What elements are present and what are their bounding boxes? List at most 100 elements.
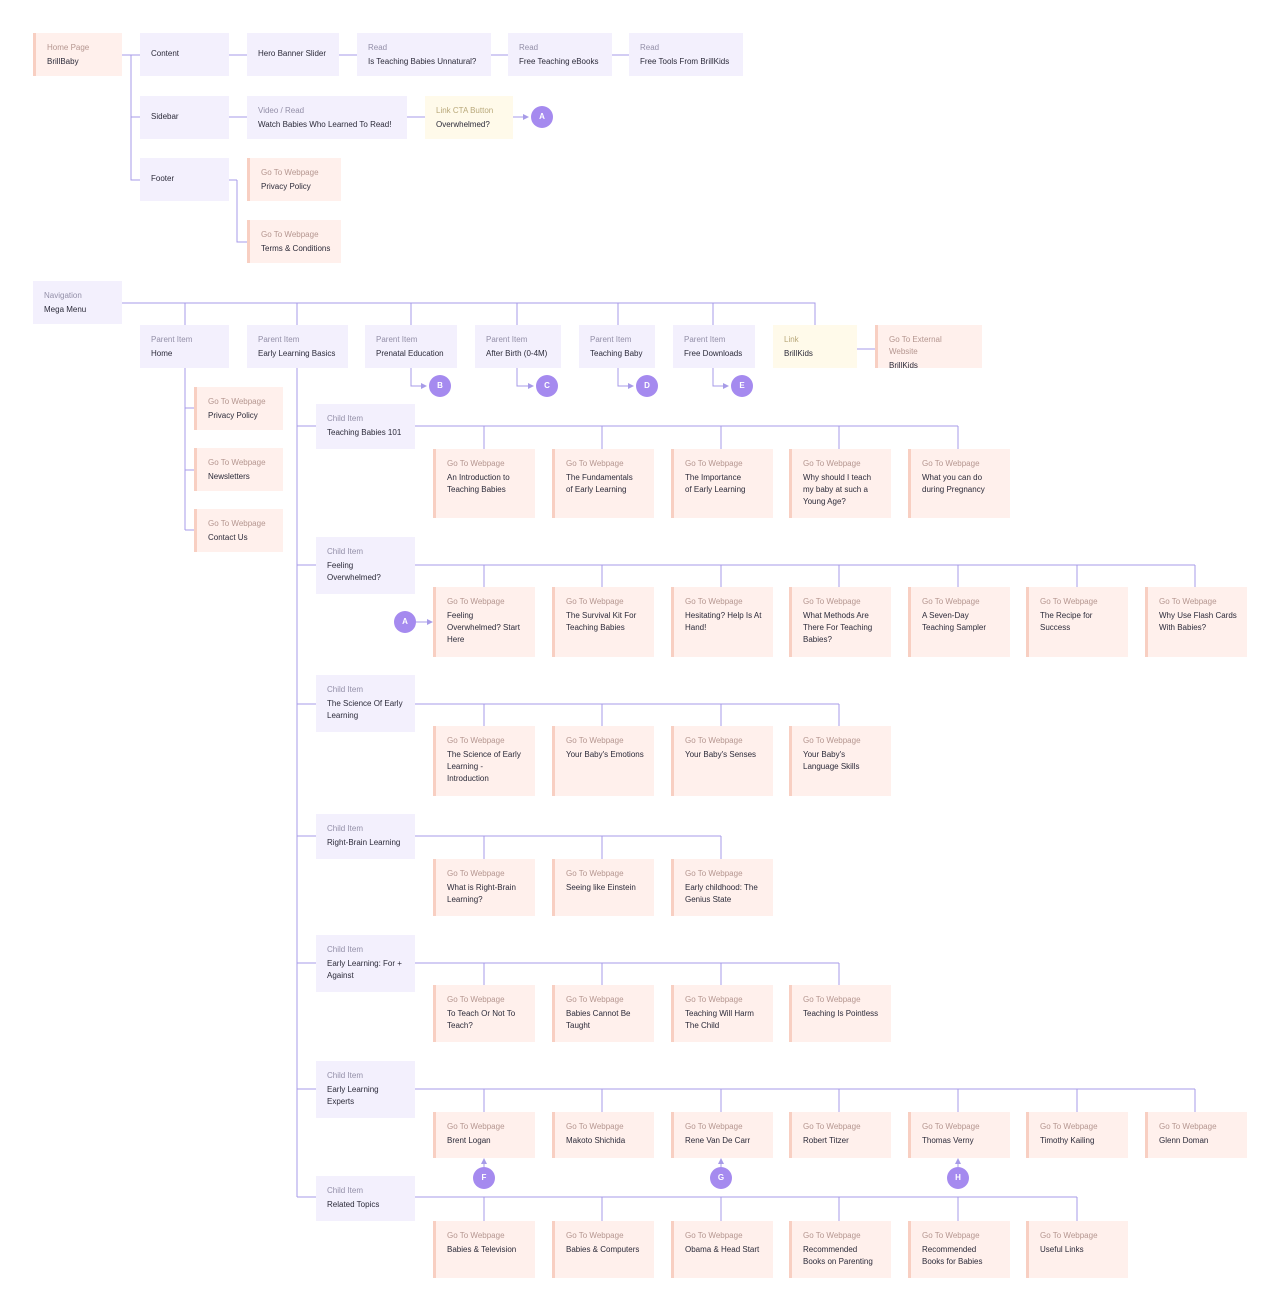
node-label: Go To Webpage: [566, 736, 624, 745]
node-label: Go To Webpage: [447, 736, 505, 745]
connector-badge-b: B: [429, 375, 451, 397]
webpage-node: Go To Webpage Babies & Computers: [552, 1221, 654, 1278]
webpage-node: Go To Webpage What is Right-Brain Learni…: [433, 859, 535, 916]
node-title: Your Baby's Senses: [685, 750, 757, 759]
node-label: Child Item: [327, 414, 364, 423]
node-label: Read: [519, 43, 539, 52]
connector-badge-d: D: [636, 375, 658, 397]
node-label: Parent Item: [684, 335, 726, 344]
node-title: A Seven-Day Teaching Sampler: [922, 611, 987, 632]
node-title: Footer: [151, 174, 175, 183]
webpage-node: Go To Webpage The Science of Early Learn…: [433, 726, 535, 796]
node-title: Your Baby's Emotions: [566, 750, 644, 759]
node-title: BrillKids: [889, 361, 918, 370]
node-title: Teaching Babies 101: [327, 428, 402, 437]
node-title: Seeing like Einstein: [566, 883, 636, 892]
edge-c2-bus: [415, 564, 1196, 587]
node-label: Go To Webpage: [566, 597, 624, 606]
link-brillkids-node: Link BrillKids: [773, 325, 857, 368]
node-label: Child Item: [327, 1186, 364, 1195]
child-for-against-node: Child Item Early Learning: For + Against: [316, 935, 415, 992]
edge-c5-bus: [415, 962, 840, 985]
node-label: Go To Webpage: [1040, 1231, 1098, 1240]
node-label: Child Item: [327, 945, 364, 954]
edge-teaching-d: [617, 368, 634, 389]
node-label: Go To Webpage: [803, 1231, 861, 1240]
home-newsletters-node: Go To Webpage Newsletters: [194, 448, 283, 491]
node-title: Babies & Television: [447, 1245, 517, 1254]
webpage-node: Go To Webpage Hesitating? Help Is At Han…: [671, 587, 773, 657]
node-title: What Methods Are There For Teaching Babi…: [803, 611, 873, 644]
navigation-node: Navigation Mega Menu: [33, 281, 122, 324]
webpage-node: Go To Webpage Makoto Shichida: [552, 1112, 654, 1158]
edge-homeparent-trunk: [184, 368, 194, 531]
node-label: Go To External Website: [889, 335, 942, 356]
node-title: BrillKids: [784, 349, 813, 358]
node-title: Feeling Overwhelmed?: [327, 561, 381, 582]
edge-nav-drops: [184, 303, 714, 325]
webpage-node: Go To Webpage The Survival Kit For Teach…: [552, 587, 654, 657]
child-teaching-babies-101-node: Child Item Teaching Babies 101: [316, 404, 415, 449]
node-label: Go To Webpage: [447, 1231, 505, 1240]
node-label: Parent Item: [590, 335, 632, 344]
webpage-node: Go To Webpage Seeing like Einstein: [552, 859, 654, 916]
node-title: Hero Banner Slider: [258, 49, 327, 58]
node-label: Go To Webpage: [261, 230, 319, 239]
node-label: Go To Webpage: [803, 597, 861, 606]
webpage-node: Go To Webpage To Teach Or Not To Teach?: [433, 985, 535, 1042]
node-label: Home Page: [47, 43, 90, 52]
node-title: Teaching Is Pointless: [803, 1009, 879, 1018]
node-title: Why should I teach my baby at such a You…: [803, 473, 872, 506]
node-title: Recommended Books for Babies: [922, 1245, 983, 1266]
connector-badge-a: A: [531, 106, 553, 128]
node-label: Go To Webpage: [566, 1122, 624, 1131]
webpage-node: Go To Webpage Feeling Overwhelmed? Start…: [433, 587, 535, 657]
node-label: Video / Read: [258, 106, 305, 115]
node-label: Go To Webpage: [208, 397, 266, 406]
home-page-node: Home Page BrillBaby: [33, 33, 122, 76]
node-title: Rene Van De Carr: [685, 1136, 751, 1145]
webpage-node: Go To Webpage What Methods Are There For…: [789, 587, 891, 657]
edge-prenatal-b: [410, 368, 427, 389]
footer-terms-node: Go To Webpage Terms & Conditions: [247, 220, 341, 263]
node-label: Child Item: [327, 685, 364, 694]
node-title: Recommended Books on Parenting: [803, 1245, 873, 1266]
node-title: Privacy Policy: [261, 182, 311, 191]
node-label: Go To Webpage: [566, 459, 624, 468]
node-title: Free Teaching eBooks: [519, 57, 599, 66]
node-title: Free Downloads: [684, 349, 743, 358]
parent-free-downloads-node: Parent Item Free Downloads: [673, 325, 755, 368]
node-title: Related Topics: [327, 1200, 380, 1209]
node-label: Go To Webpage: [261, 168, 319, 177]
node-title: Right-Brain Learning: [327, 838, 401, 847]
node-label: Go To Webpage: [685, 1231, 743, 1240]
node-title: Watch Babies Who Learned To Read!: [258, 120, 392, 129]
read-tools-node: Read Free Tools From BrillKids: [629, 33, 743, 76]
node-title: Privacy Policy: [208, 411, 258, 420]
node-title: Your Baby's Language Skills: [803, 750, 860, 771]
node-title: What is Right-Brain Learning?: [447, 883, 516, 904]
webpage-node: Go To Webpage Recommended Books on Paren…: [789, 1221, 891, 1278]
connector-badge-h: H: [947, 1167, 969, 1189]
node-label: Go To Webpage: [922, 1231, 980, 1240]
node-title: Obama & Head Start: [685, 1245, 760, 1254]
node-label: Parent Item: [258, 335, 300, 344]
webpage-node: Go To Webpage Glenn Doman: [1145, 1112, 1247, 1158]
node-title: Babies & Computers: [566, 1245, 640, 1254]
node-label: Parent Item: [486, 335, 528, 344]
webpage-node: Go To Webpage Your Baby's Language Skill…: [789, 726, 891, 796]
node-label: Read: [640, 43, 660, 52]
node-title: To Teach Or Not To Teach?: [447, 1009, 516, 1030]
webpage-node: Go To Webpage Why Use Flash Cards With B…: [1145, 587, 1247, 657]
node-label: Go To Webpage: [803, 736, 861, 745]
node-label: Go To Webpage: [1159, 1122, 1217, 1131]
edge-footer-trunk: [229, 179, 247, 243]
webpage-node: Go To Webpage The Importance of Early Le…: [671, 449, 773, 518]
webpage-node: Go To Webpage Thomas Verny: [908, 1112, 1010, 1158]
node-label: Read: [368, 43, 388, 52]
node-label: Go To Webpage: [685, 995, 743, 1004]
external-brillkids-node: Go To External Website BrillKids: [875, 325, 982, 370]
node-title: Early childhood: The Genius State: [685, 883, 758, 904]
node-title: Feeling Overwhelmed? Start Here: [447, 611, 520, 644]
